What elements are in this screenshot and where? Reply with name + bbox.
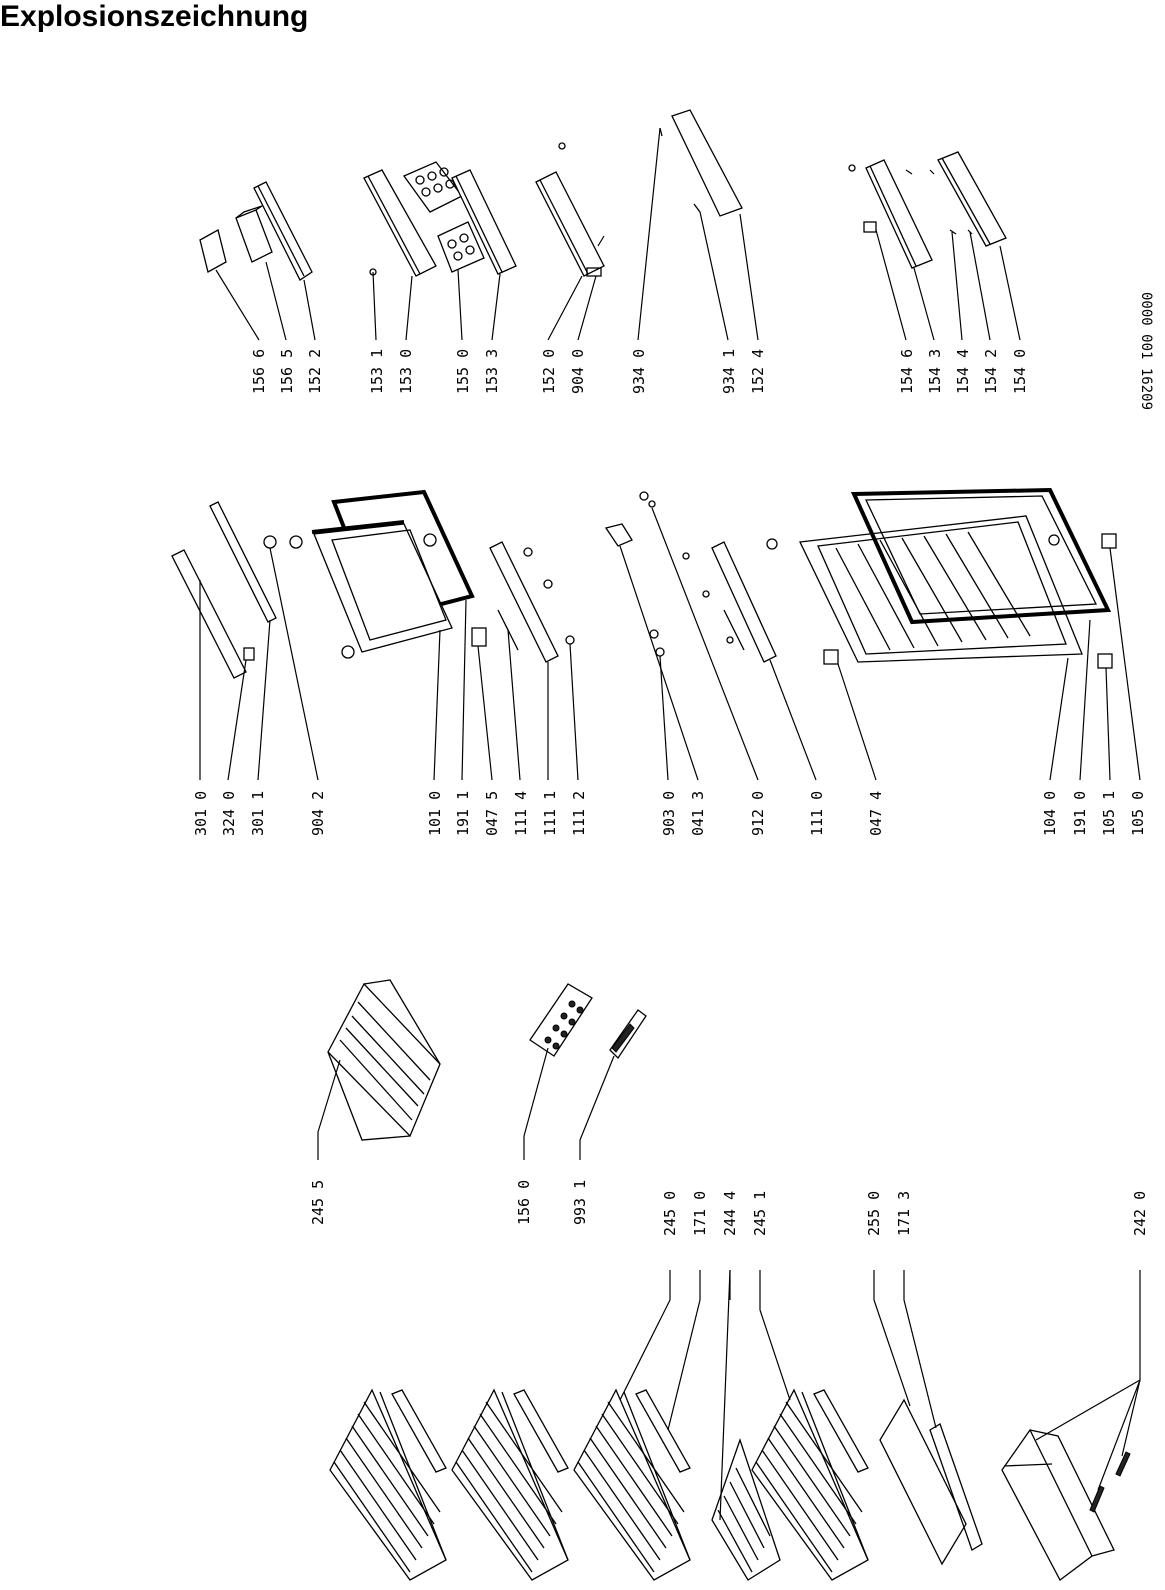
part-label: 047 5 — [483, 791, 501, 836]
part-label: 111 0 — [808, 791, 826, 836]
wire-shelves — [329, 1388, 869, 1581]
part-label: 111 2 — [570, 791, 588, 836]
part-label: 152 0 — [540, 349, 558, 394]
part-label: 156 0 — [515, 1180, 533, 1225]
part-label: 244 4 — [721, 1191, 739, 1236]
part-label: 156 5 — [278, 349, 296, 394]
page-title: Explosionszeichnung — [0, 0, 309, 33]
part-label: 301 0 — [192, 791, 210, 836]
part-label: 912 0 — [749, 791, 767, 836]
lower-parts-drawings — [327, 979, 1131, 1581]
part-number-labels: 156 6 156 5 152 2 153 1 153 0 155 0 153 … — [192, 292, 1154, 1236]
part-label: 154 0 — [1011, 349, 1029, 394]
lower-leader-lines — [317, 1047, 1141, 1521]
top-parts-drawings — [199, 109, 1007, 281]
part-label: 152 4 — [749, 349, 767, 394]
part-label: 153 0 — [397, 349, 415, 394]
part-label: 111 4 — [512, 791, 530, 836]
part-label: 155 0 — [454, 349, 472, 394]
part-label: 152 2 — [306, 349, 324, 394]
part-label: 993 1 — [571, 1180, 589, 1225]
part-label: 191 1 — [454, 791, 472, 836]
part-label: 934 1 — [720, 349, 738, 394]
part-label: 245 0 — [661, 1191, 679, 1236]
part-label: 154 3 — [926, 349, 944, 394]
part-label: 245 5 — [309, 1180, 327, 1225]
part-label: 904 0 — [569, 349, 587, 394]
part-label: 171 0 — [691, 1191, 709, 1236]
part-label: 101 0 — [426, 791, 444, 836]
part-label: 104 0 — [1041, 791, 1059, 836]
part-label: 041 3 — [689, 791, 707, 836]
part-label: 255 0 — [865, 1191, 883, 1236]
part-label: 105 1 — [1100, 791, 1118, 836]
part-label: 047 4 — [867, 791, 885, 836]
part-label: 242 0 — [1131, 1191, 1149, 1236]
part-label: 154 2 — [982, 349, 1000, 394]
part-label: 153 1 — [368, 349, 386, 394]
part-label: 903 0 — [660, 791, 678, 836]
part-label: 171 3 — [895, 1191, 913, 1236]
part-label: 156 6 — [250, 349, 268, 394]
part-label: 154 6 — [898, 349, 916, 394]
part-label: 111 1 — [541, 791, 559, 836]
middle-parts-drawings — [171, 487, 1117, 679]
middle-leader-lines — [199, 507, 1141, 781]
part-label: 904 2 — [309, 791, 327, 836]
part-label: 154 4 — [954, 349, 972, 394]
part-label: 153 3 — [483, 349, 501, 394]
part-label: 301 1 — [249, 791, 267, 836]
part-label: 105 0 — [1129, 791, 1147, 836]
part-label: 934 0 — [630, 349, 648, 394]
part-label: 324 0 — [220, 791, 238, 836]
top-leader-lines — [215, 127, 1021, 341]
part-label: 191 0 — [1071, 791, 1089, 836]
document-code: 0000 001 16209 — [1138, 292, 1154, 410]
part-label: 245 1 — [751, 1191, 769, 1236]
